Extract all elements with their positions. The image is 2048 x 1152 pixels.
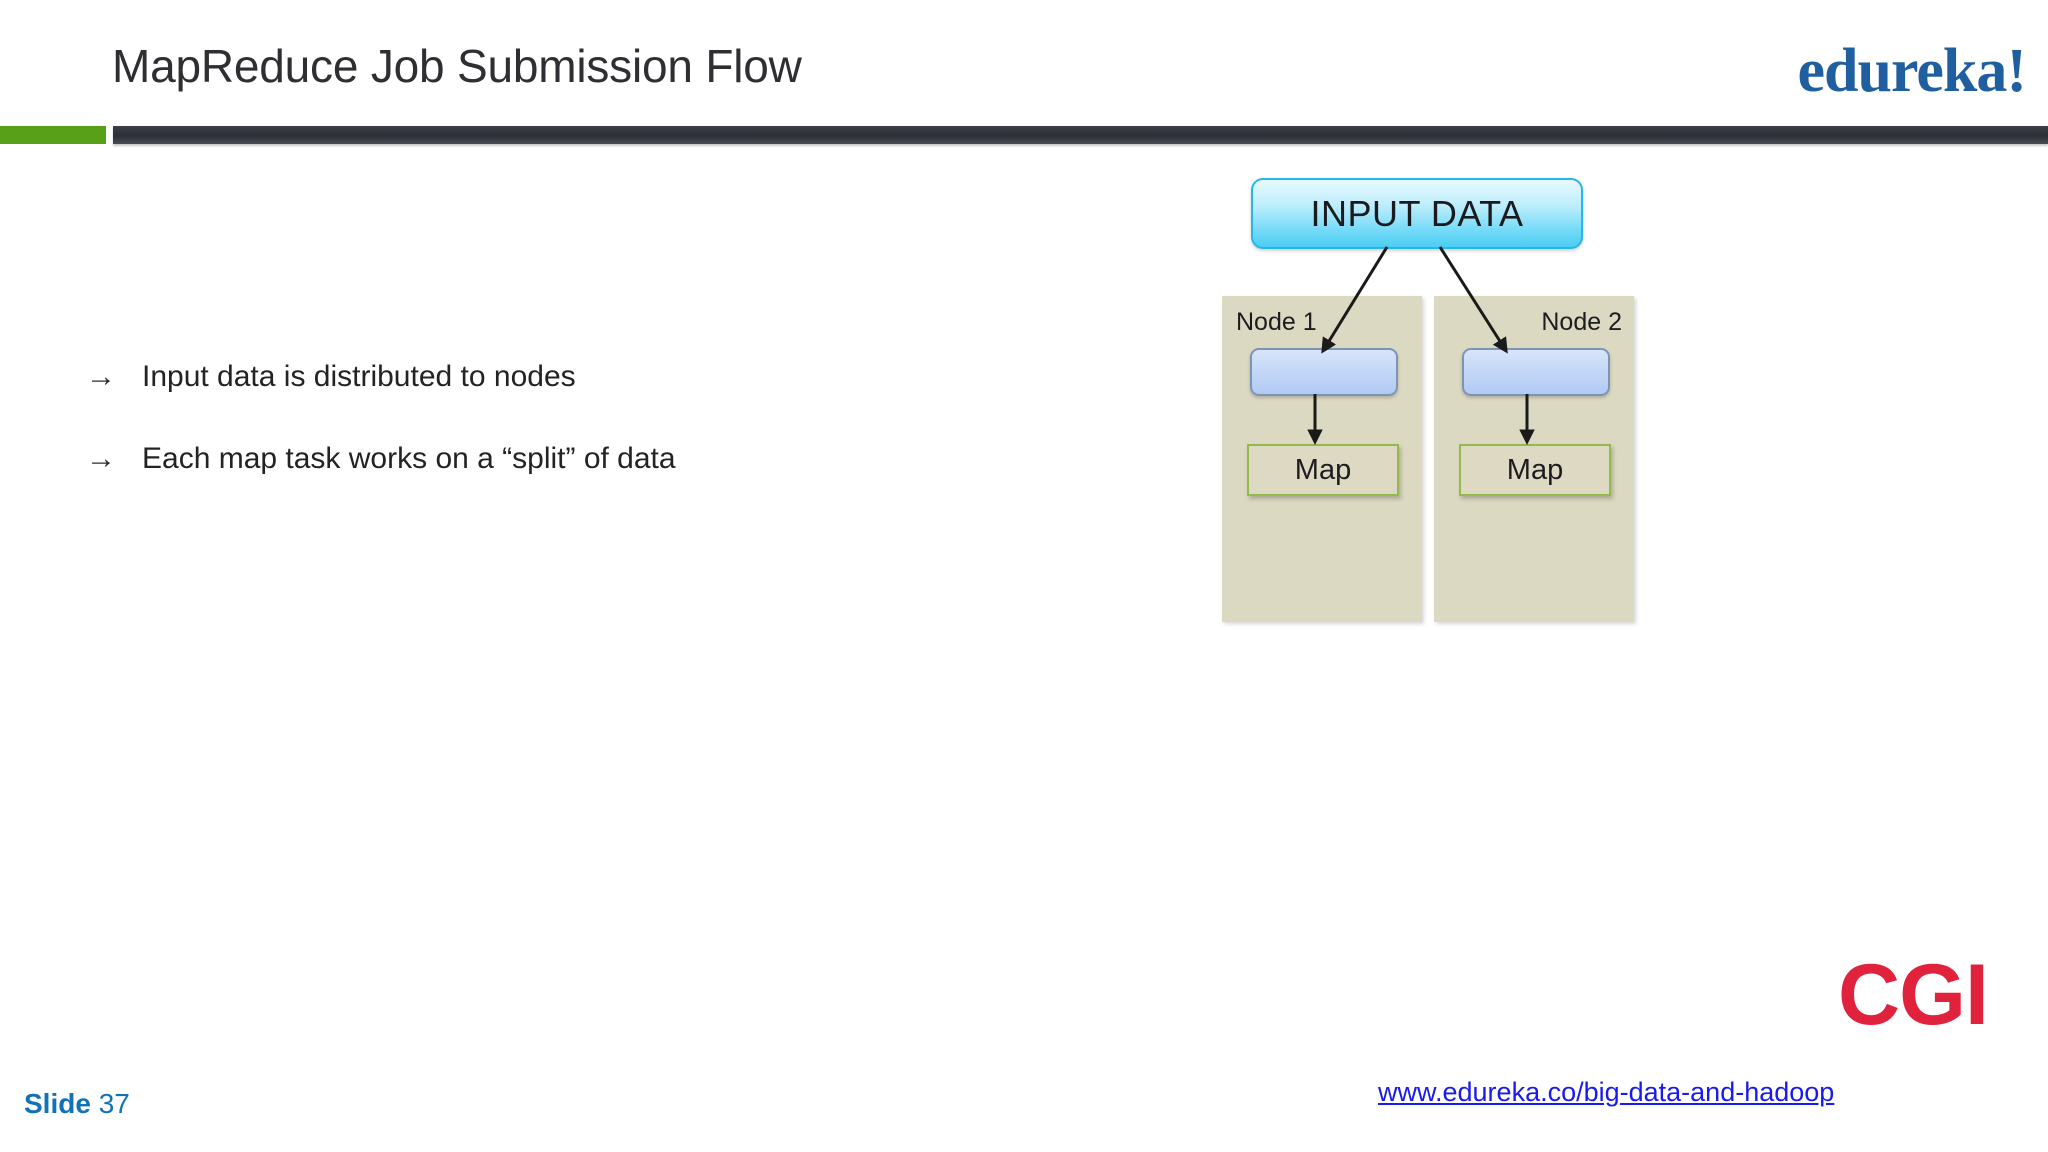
node-panel-2: Node 2 Map [1434,296,1634,622]
mapreduce-flow-diagram: INPUT DATA Node 1 Map Node 2 Map [1215,178,1645,638]
slide-number-value: 37 [98,1088,130,1119]
cgi-logo: CGI [1838,947,1989,1043]
node-label: Node 1 [1236,308,1317,336]
map-box: Map [1459,444,1611,496]
map-label: Map [1506,453,1564,486]
footer-url-link[interactable]: www.edureka.co/big-data-and-hadoop [1378,1077,1835,1107]
input-data-box: INPUT DATA [1251,178,1583,249]
map-label: Map [1294,453,1352,486]
header-accent-bar-dark [113,126,2048,144]
list-item: → Each map task works on a “split” of da… [86,440,966,478]
slide-number-word: Slide [24,1088,91,1119]
list-item-label: Each map task works on a “split” of data [142,441,676,475]
arrow-right-icon: → [86,441,116,475]
split-box [1462,348,1610,396]
list-item: → Input data is distributed to nodes [86,358,966,396]
map-box: Map [1247,444,1399,496]
page-title: MapReduce Job Submission Flow [112,40,802,92]
bullet-list: → Input data is distributed to nodes → E… [86,358,966,521]
edureka-logo: edureka! [1797,37,2027,105]
list-item-label: Input data is distributed to nodes [142,360,576,393]
slide-number: Slide 37 [24,1088,130,1120]
node-label: Node 2 [1541,308,1622,336]
node-panel-1: Node 1 Map [1222,296,1422,622]
header-accent-bar-green [0,126,106,144]
arrow-right-icon: → [86,360,116,393]
split-box [1250,348,1398,396]
input-data-label: INPUT DATA [1310,192,1524,234]
